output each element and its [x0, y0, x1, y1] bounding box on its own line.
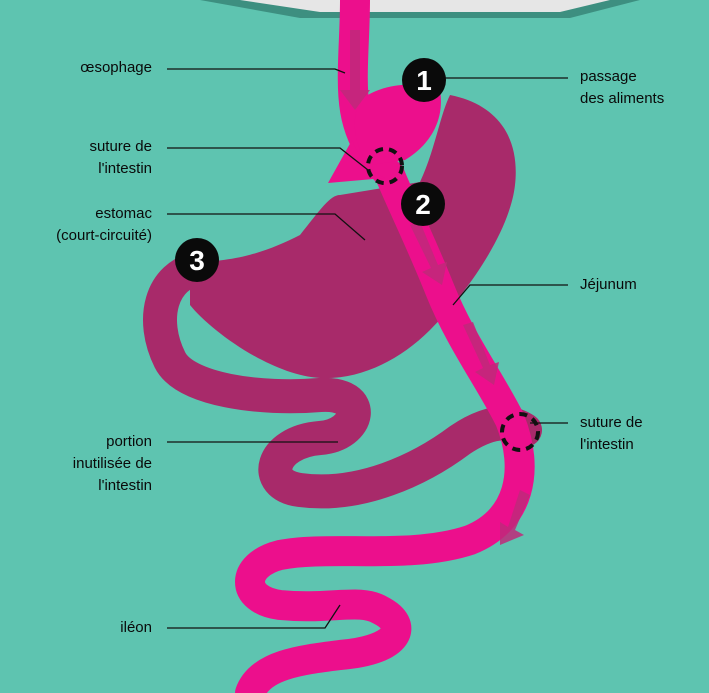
label-estomac: estomac (court-circuité) [56, 203, 152, 247]
label-ileon: iléon [120, 617, 152, 639]
label-passage-des-aliments: passage des aliments [580, 66, 664, 110]
label-suture-bottom: suture de l'intestin [580, 412, 643, 456]
step-number-1: 1 [416, 65, 432, 96]
label-oesophage: œsophage [80, 57, 152, 79]
step-number-2: 2 [415, 189, 431, 220]
step-badge-1: 1 [402, 58, 446, 102]
label-jejunum: Jéjunum [580, 274, 637, 296]
label-portion-inutilisee: portion inutilisée de l'intestin [73, 431, 152, 497]
step-badge-2: 2 [401, 182, 445, 226]
step-badge-3: 3 [175, 238, 219, 282]
step-number-3: 3 [189, 245, 205, 276]
label-suture-top: suture de l'intestin [89, 136, 152, 180]
